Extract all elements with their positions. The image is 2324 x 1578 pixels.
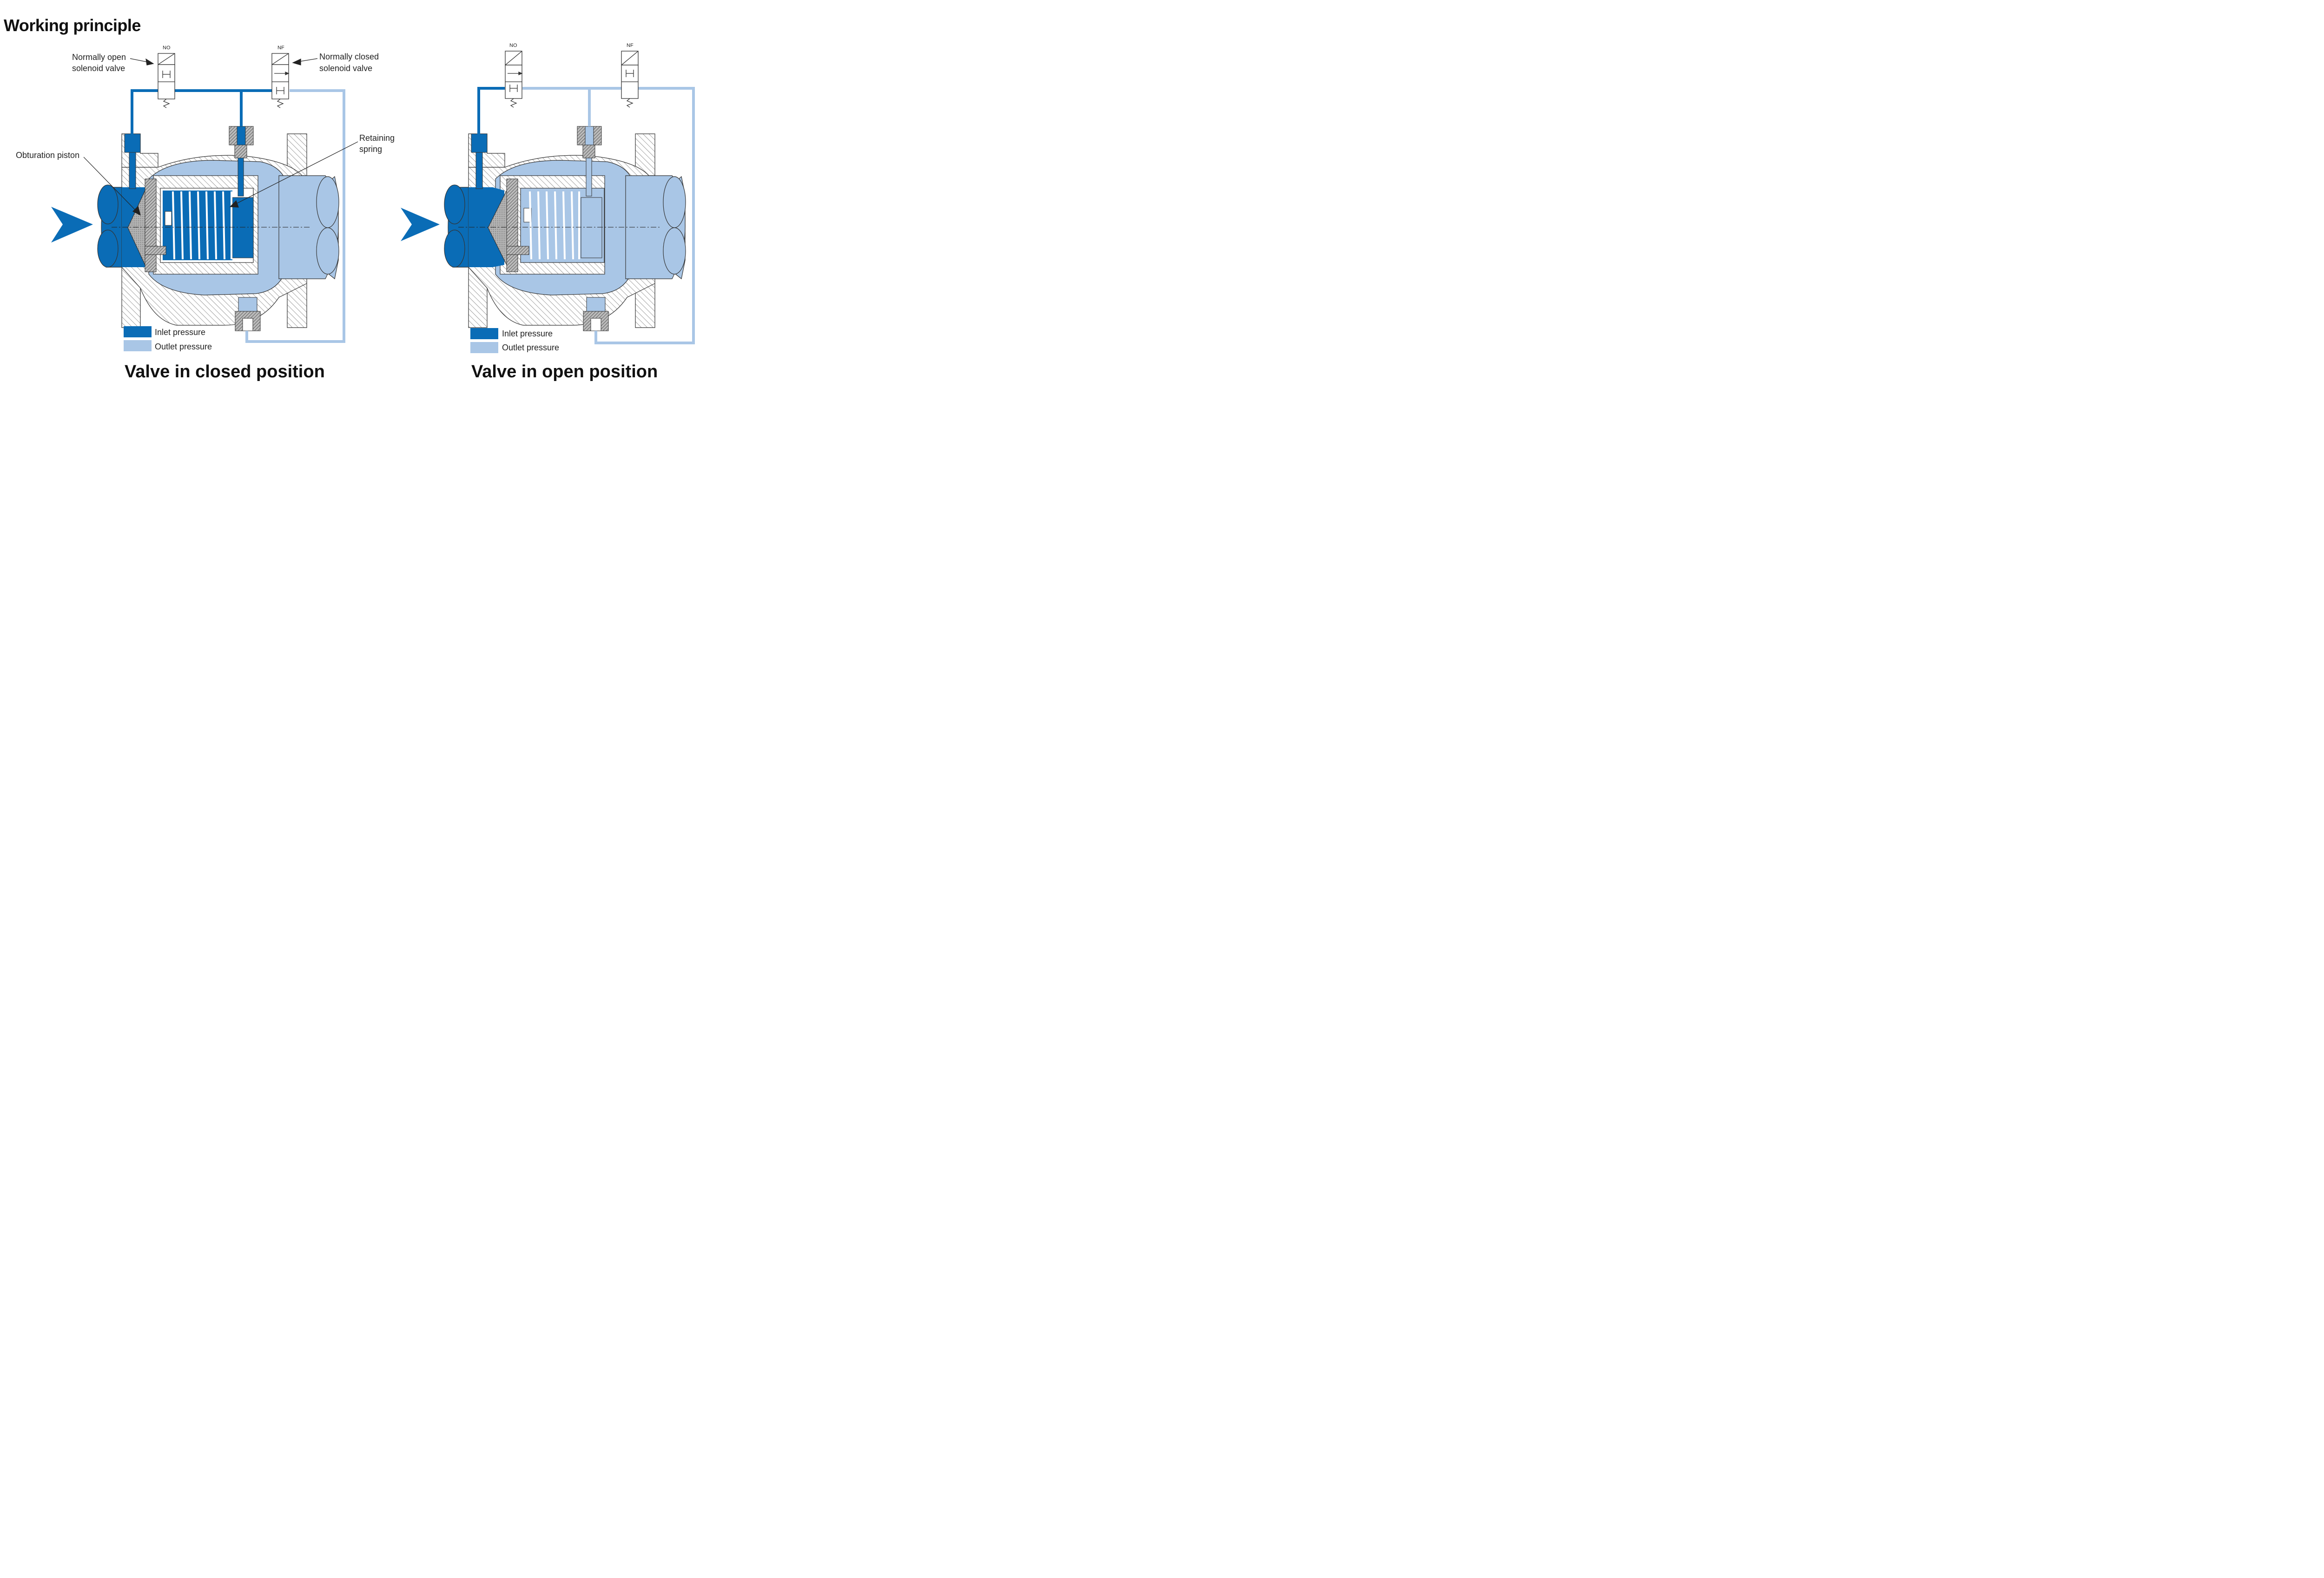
closed-flow-arrow (51, 207, 93, 243)
closed-obturation-piston (127, 178, 172, 272)
closed-pilot-lines (131, 89, 345, 343)
closed-no-label-line1: Normally open (72, 53, 126, 62)
closed-spring-label-line1: Retaining (359, 133, 395, 143)
closed-valve-diagram: NO NF Normally open solenoid valve Norma… (16, 45, 395, 381)
closed-nc-solenoid-valve (271, 53, 290, 108)
closed-nc-label-line2: solenoid valve (319, 64, 372, 73)
open-flow-arrow (401, 208, 440, 241)
open-legend-outlet-label: Outlet pressure (502, 343, 559, 352)
open-caption: Valve in open position (471, 362, 658, 381)
open-legend-inlet-label: Inlet pressure (502, 329, 553, 338)
open-valve-diagram: NO NF Inlet pressure Outlet pressure Val… (401, 43, 695, 381)
closed-spring-label-line2: spring (359, 145, 382, 154)
closed-no-tag: NO (163, 45, 171, 51)
closed-no-solenoid-valve (158, 53, 175, 108)
closed-legend-outlet-swatch (124, 340, 152, 351)
closed-nf-tag: NF (277, 45, 284, 51)
closed-legend-inlet-swatch (124, 326, 152, 337)
closed-fittings (124, 126, 261, 331)
open-legend: Inlet pressure Outlet pressure (470, 328, 559, 353)
open-nf-tag: NF (627, 43, 634, 48)
closed-callout-arrows (83, 58, 358, 216)
closed-no-label-line2: solenoid valve (72, 64, 125, 73)
closed-caption: Valve in closed position (125, 362, 325, 381)
open-legend-outlet-swatch (470, 342, 498, 353)
closed-valve-body (121, 133, 339, 328)
closed-legend-inlet-label: Inlet pressure (155, 328, 205, 337)
open-obturation-piston (488, 178, 532, 272)
closed-legend: Inlet pressure Outlet pressure (124, 326, 212, 351)
closed-nc-label-line1: Normally closed (319, 52, 379, 61)
valve-diagram: NO NF Normally open solenoid valve Norma… (16, 43, 695, 381)
open-fittings (471, 126, 609, 331)
closed-retaining-spring (172, 191, 232, 260)
page-title: Working principle (4, 16, 141, 35)
open-no-solenoid-valve (505, 51, 523, 108)
closed-piston-label: Obturation piston (16, 151, 79, 160)
open-retaining-spring (529, 191, 580, 260)
closed-legend-outlet-label: Outlet pressure (155, 342, 212, 351)
open-legend-inlet-swatch (470, 328, 498, 339)
open-nf-solenoid-valve (621, 51, 639, 108)
open-no-tag: NO (509, 43, 517, 48)
